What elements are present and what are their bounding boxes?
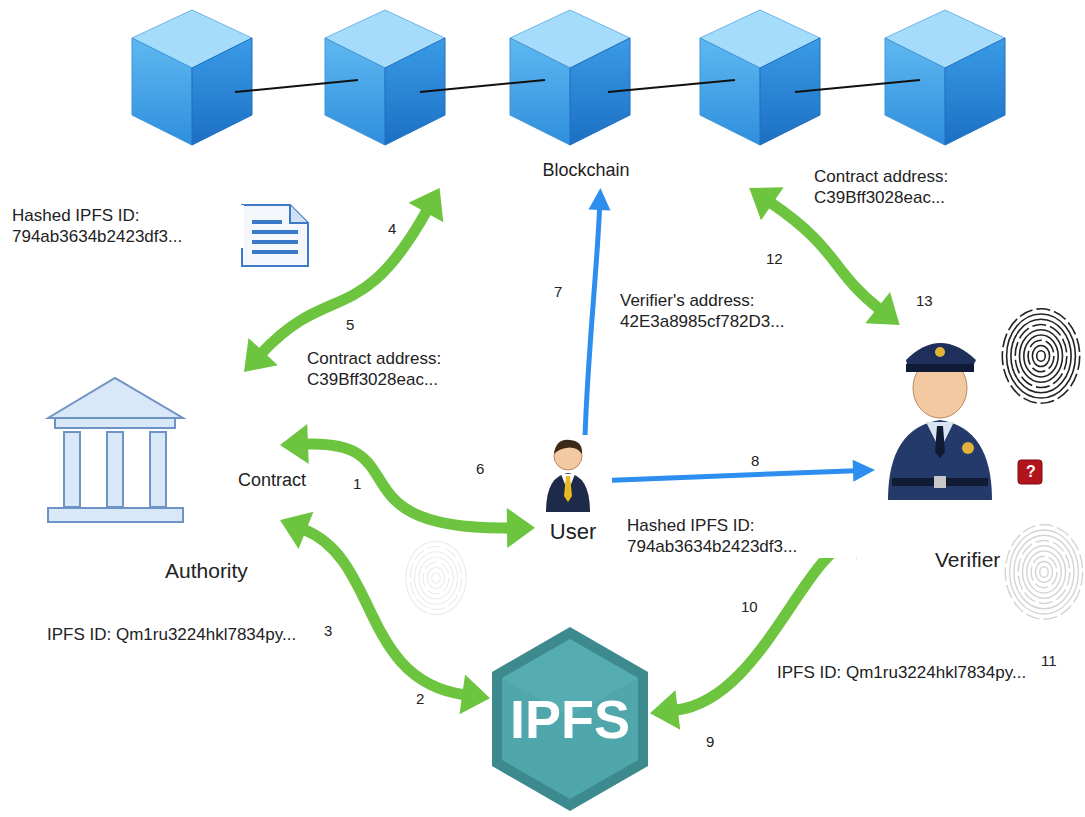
callout-number: 13: [915, 292, 934, 309]
fingerprint-dark: [1002, 309, 1079, 403]
callout-number: 3: [323, 622, 333, 639]
arrowhead: [280, 424, 309, 464]
node-label: Blockchain: [542, 160, 629, 182]
arrowhead: [650, 690, 680, 730]
exchange-arrow: [280, 424, 535, 548]
authority-building-icon: [48, 378, 183, 522]
contract-document-icon: [242, 205, 308, 266]
node-label: IPFS: [510, 687, 630, 752]
callout-number: 8: [750, 452, 760, 469]
fingerprint-faint: [406, 541, 466, 614]
callout-number: 6: [475, 460, 485, 477]
authority-node: Authority: [40, 372, 280, 590]
arrowhead: [459, 675, 490, 715]
arrowhead: [408, 188, 443, 222]
callout-number: 7: [553, 283, 563, 300]
arrow-shaft: [306, 444, 509, 528]
arrow-shaft: [585, 208, 600, 435]
callout-number: 4: [387, 220, 397, 237]
exchange-arrow: [244, 188, 443, 372]
edge-label: Contract address: C39Bff3028eac...: [812, 166, 1006, 209]
edge-label: Contract address: C39Bff3028eac...: [305, 348, 499, 391]
user-node: User: [535, 435, 612, 548]
node-label: User: [550, 519, 596, 545]
unknown-badge: [1018, 460, 1042, 484]
arrowhead: [853, 460, 875, 482]
callout-number: 1: [352, 475, 362, 492]
user-figure-icon: [546, 440, 590, 512]
blockchain-node: Blockchain: [130, 8, 990, 188]
verifier-node: Verifier: [875, 325, 1020, 575]
arrowhead: [589, 188, 611, 210]
callout-number: 5: [345, 316, 355, 333]
arrow-shaft: [304, 530, 464, 695]
arrow-shaft: [262, 211, 427, 353]
node-label: Contract: [238, 470, 306, 492]
send-arrow: [585, 188, 610, 435]
ipfs-node: IPFS: [490, 625, 650, 813]
send-arrow: [612, 460, 875, 482]
callout-number: 10: [740, 598, 759, 615]
edge-label: IPFS ID: Qm1ru3224hkl7834py...: [775, 662, 1029, 683]
fingerprint-faint: [1005, 525, 1082, 619]
arrowhead: [244, 338, 278, 372]
callout-number: 11: [1040, 652, 1058, 669]
arrowhead: [749, 187, 783, 220]
node-label: Authority: [165, 558, 248, 583]
node-label: Verifier: [935, 547, 1000, 572]
callout-number: 12: [765, 250, 784, 267]
edge-label: Verifier's address: 42E3a8985cf782D3...: [618, 290, 847, 333]
arrowhead: [507, 508, 535, 548]
edge-label: IPFS ID: Qm1ru3224hkl7834py...: [45, 624, 299, 645]
arrowhead: [280, 512, 313, 549]
arrow-shaft: [676, 540, 851, 711]
note-text: Hashed IPFS ID: 794ab3634b2423df3...: [10, 205, 244, 248]
callout-number: 9: [705, 733, 715, 750]
blockchain-cubes: [132, 10, 1005, 145]
callout-number: 2: [415, 690, 425, 707]
arrowhead: [865, 292, 899, 325]
badge-symbol: ?: [1019, 462, 1043, 482]
arrow-shaft: [612, 471, 855, 480]
edge-label: Hashed IPFS ID: 794ab3634b2423df3...: [625, 515, 889, 558]
verifier-police-icon: [888, 343, 992, 500]
exchange-arrow: [280, 512, 490, 714]
